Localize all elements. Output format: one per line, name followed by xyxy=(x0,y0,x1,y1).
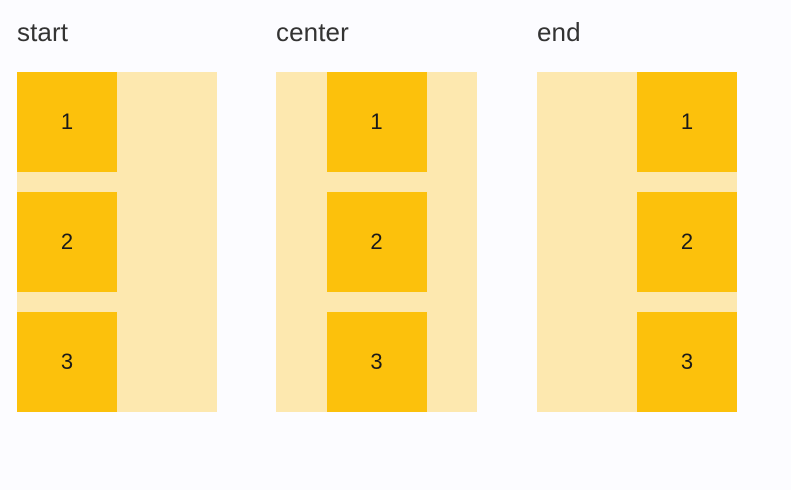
flex-item: 1 xyxy=(17,72,117,172)
flex-item: 2 xyxy=(326,192,427,292)
column-label-end: end xyxy=(537,17,581,47)
flex-container-center: 1 2 3 xyxy=(276,72,477,412)
flex-container-start: 1 2 3 xyxy=(17,72,217,412)
flex-item: 3 xyxy=(17,312,117,412)
flex-item: 1 xyxy=(637,72,737,172)
flex-item: 2 xyxy=(637,192,737,292)
column-label-center: center xyxy=(276,17,349,47)
flex-item: 3 xyxy=(326,312,427,412)
column-label-start: start xyxy=(17,17,69,47)
flex-item: 2 xyxy=(17,192,117,292)
flex-item: 1 xyxy=(326,72,427,172)
flex-item: 3 xyxy=(637,312,737,412)
flex-container-end: 1 2 3 xyxy=(537,72,737,412)
